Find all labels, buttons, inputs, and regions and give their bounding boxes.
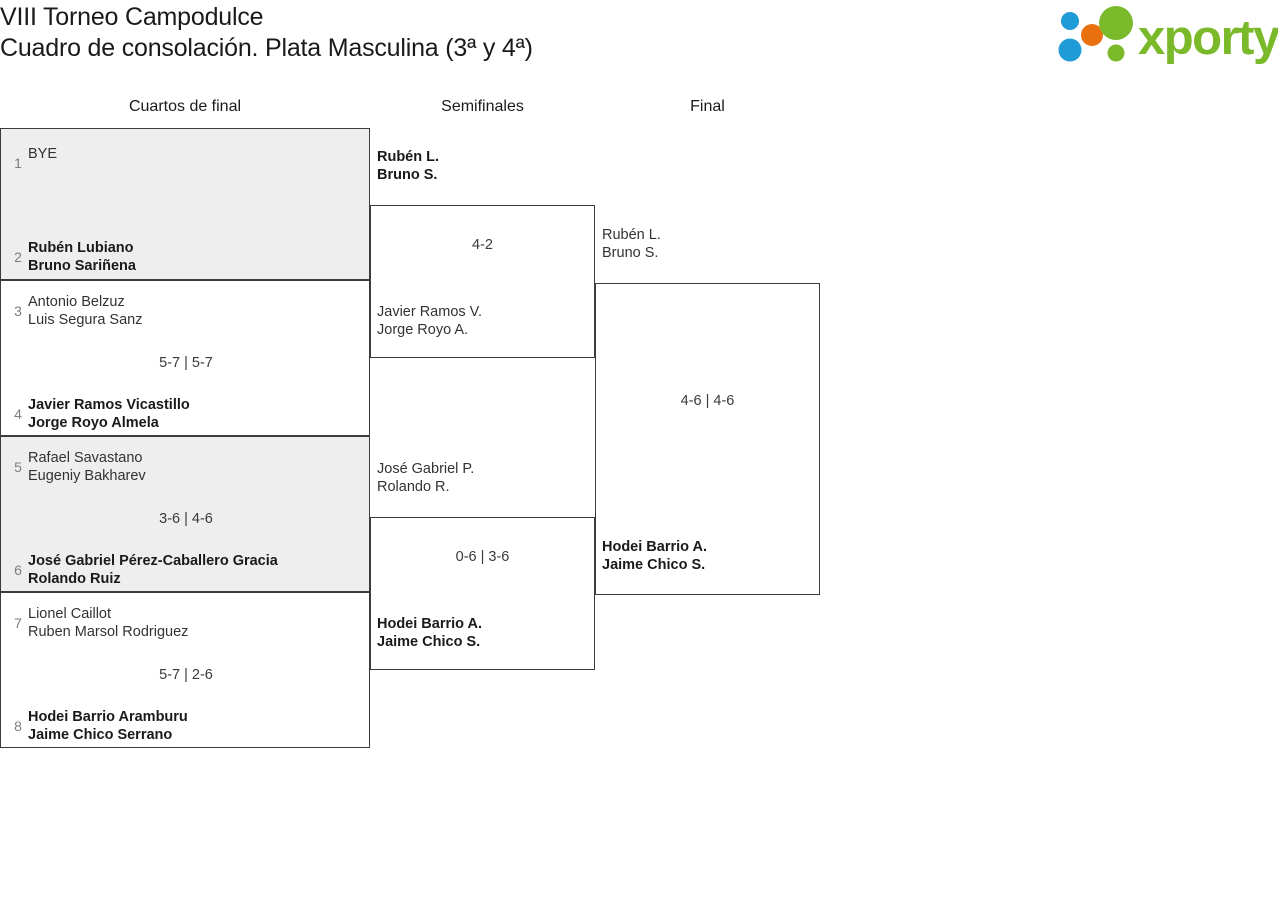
seed-number: 7: [14, 615, 22, 631]
player-name: Hodei Barrio A.: [377, 616, 483, 632]
title-line-2: Cuadro de consolación. Plata Masculina (…: [0, 34, 533, 62]
team-names: Rafael Savastano Eugeniy Bakharev: [28, 449, 146, 485]
svg-text:xporty: xporty: [1138, 11, 1278, 65]
team-row[interactable]: 5 Rafael Savastano Eugeniy Bakharev: [1, 449, 369, 485]
sf2-team-top: José Gabriel P. Rolando R.: [377, 460, 474, 496]
team-names: Rubén Lubiano Bruno Sariñena: [28, 239, 136, 275]
player-name: Jaime Chico S.: [602, 557, 706, 573]
player-name: Bruno S.: [602, 245, 659, 261]
player-name: Rafael Savastano: [28, 450, 143, 466]
team-names: José Gabriel Pérez-Caballero Gracia Rola…: [28, 552, 278, 588]
player-name: José Gabriel Pérez-Caballero Gracia: [28, 553, 278, 569]
team-row[interactable]: 2 Rubén Lubiano Bruno Sariñena: [1, 239, 369, 275]
player-name: Rubén L.: [602, 227, 661, 243]
final-match-score: 4-6 | 4-6: [680, 393, 735, 409]
player-name: Rubén Lubiano: [28, 240, 134, 256]
player-name: Bruno Sariñena: [28, 258, 136, 274]
player-name: Rolando R.: [377, 479, 450, 495]
final-team-top: Rubén L. Bruno S.: [602, 226, 661, 262]
seed-number: 3: [14, 303, 22, 319]
title-line-1: VIII Torneo Campodulce: [0, 3, 264, 31]
player-name: Rubén L.: [377, 149, 440, 165]
player-name: Jaime Chico S.: [377, 634, 481, 650]
match-box-qf-1[interactable]: 1 BYE 2 Rubén Lubiano Bruno Sariñena: [0, 128, 370, 280]
sf2-team-bottom: Hodei Barrio A. Jaime Chico S.: [377, 615, 482, 651]
team-row[interactable]: 4 Javier Ramos Vicastillo Jorge Royo Alm…: [1, 396, 369, 432]
match-box-qf-2[interactable]: 3 Antonio Belzuz Luis Segura Sanz 5-7 | …: [0, 280, 370, 436]
tournament-title: VIII Torneo Campodulce Cuadro de consola…: [0, 2, 900, 64]
match-box-final[interactable]: [595, 283, 820, 595]
xporty-logo[interactable]: xporty: [1052, 6, 1278, 68]
column-header-semifinals: Semifinales: [441, 98, 524, 115]
player-name: Bruno S.: [377, 167, 438, 183]
sf1-team-top: Rubén L. Bruno S.: [377, 148, 439, 184]
team-names: Lionel Caillot Ruben Marsol Rodriguez: [28, 605, 188, 641]
team-names: BYE: [28, 145, 57, 163]
sf1-team-bottom: Javier Ramos V. Jorge Royo A.: [377, 303, 482, 339]
player-name: Jaime Chico Serrano: [28, 727, 173, 743]
player-name: Luis Segura Sanz: [28, 312, 143, 328]
match-box-qf-3[interactable]: 5 Rafael Savastano Eugeniy Bakharev 3-6 …: [0, 436, 370, 592]
sf2-match-score: 0-6 | 3-6: [455, 549, 510, 565]
match-score: 5-7 | 2-6: [159, 667, 213, 683]
seed-number: 5: [14, 459, 22, 475]
team-row[interactable]: 6 José Gabriel Pérez-Caballero Gracia Ro…: [1, 552, 369, 588]
player-name: José Gabriel P.: [377, 461, 475, 477]
team-row[interactable]: 8 Hodei Barrio Aramburu Jaime Chico Serr…: [1, 708, 369, 744]
player-name: Javier Ramos Vicastillo: [28, 397, 190, 413]
player-name: Jorge Royo Almela: [28, 415, 159, 431]
match-box-sf-1[interactable]: [370, 205, 595, 358]
team-names: Hodei Barrio Aramburu Jaime Chico Serran…: [28, 708, 188, 744]
player-name: BYE: [28, 146, 58, 162]
column-header-final: Final: [690, 98, 725, 115]
player-name: Rolando Ruiz: [28, 571, 121, 587]
team-row[interactable]: 7 Lionel Caillot Ruben Marsol Rodriguez: [1, 605, 369, 641]
match-score: 3-6 | 4-6: [159, 511, 213, 527]
column-header-quarterfinals: Cuartos de final: [128, 98, 242, 115]
seed-number: 4: [14, 406, 22, 422]
team-names: Antonio Belzuz Luis Segura Sanz: [28, 293, 142, 329]
match-score: 5-7 | 5-7: [159, 355, 213, 371]
team-row[interactable]: 1 BYE: [1, 145, 369, 172]
seed-number: 1: [14, 155, 22, 171]
seed-number: 6: [14, 562, 22, 578]
seed-number: 8: [14, 718, 22, 734]
player-name: Antonio Belzuz: [28, 294, 125, 310]
match-box-qf-4[interactable]: 7 Lionel Caillot Ruben Marsol Rodriguez …: [0, 592, 370, 748]
player-name: Hodei Barrio A.: [602, 539, 708, 555]
seed-number: 2: [14, 249, 22, 265]
match-box-sf-2[interactable]: [370, 517, 595, 670]
sf1-match-score: 4-2: [472, 237, 493, 253]
player-name: Lionel Caillot: [28, 606, 112, 622]
player-name: Javier Ramos V.: [377, 304, 483, 320]
player-name: Ruben Marsol Rodriguez: [28, 624, 189, 640]
player-name: Hodei Barrio Aramburu: [28, 709, 188, 725]
team-row[interactable]: 3 Antonio Belzuz Luis Segura Sanz: [1, 293, 369, 329]
page-header: VIII Torneo Campodulce Cuadro de consola…: [0, 0, 1280, 88]
player-name: Eugeniy Bakharev: [28, 468, 146, 484]
final-team-bottom: Hodei Barrio A. Jaime Chico S.: [602, 538, 707, 574]
team-names: Javier Ramos Vicastillo Jorge Royo Almel…: [28, 396, 190, 432]
player-name: Jorge Royo A.: [377, 322, 469, 338]
